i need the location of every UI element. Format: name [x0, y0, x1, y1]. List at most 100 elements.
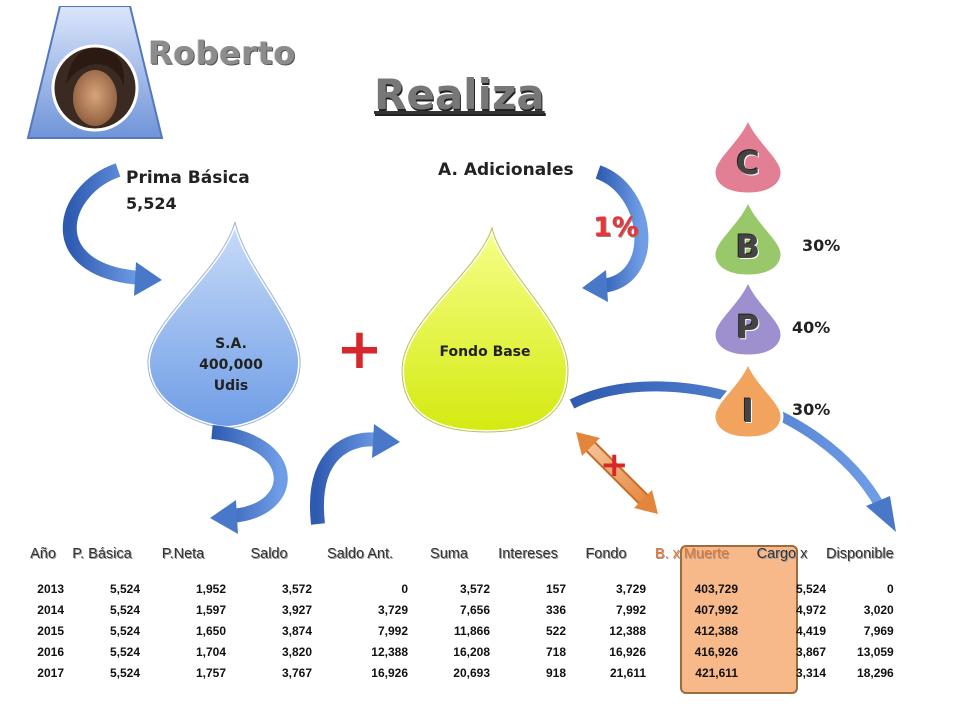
cell: 157 [545, 581, 566, 596]
col-header-fondo: Fondo [585, 546, 627, 562]
col-header-b-x-muerte: B. x Muerte [654, 546, 730, 562]
cell: 7,992 [377, 623, 408, 638]
sa-label-line3: Udis [213, 378, 249, 394]
avatar-frame [26, 6, 164, 139]
fund-percent-p: 40% [792, 318, 831, 337]
table-row: 2017 5,524 1,757 3,767 16,926 20,693 918… [22, 662, 894, 683]
fund-letter-i: I [742, 392, 754, 430]
cell: 16,926 [609, 644, 646, 659]
cell: 718 [545, 644, 566, 659]
fund-letter-c: C [736, 144, 760, 182]
cell: 2013 [37, 581, 64, 596]
cell: 3,729 [615, 581, 646, 596]
col-header-intereses: Intereses [498, 546, 558, 562]
col-header-saldo: Saldo [250, 546, 288, 562]
cell: 3,874 [281, 623, 312, 638]
cell: 3,820 [281, 644, 312, 659]
cell: 0 [401, 581, 408, 596]
curved-arrow-icon [62, 163, 141, 285]
curved-arrow-icon [211, 425, 288, 523]
fund-drops [712, 113, 784, 440]
fund-drop-p [712, 275, 784, 358]
cell: 5,524 [109, 581, 140, 596]
fund-letter-p: P [736, 308, 760, 346]
sa-droplet [145, 221, 303, 431]
cell: 2016 [37, 644, 64, 659]
cell: 5,524 [795, 581, 826, 596]
cell: 7,992 [615, 602, 646, 617]
cell: 16,926 [371, 665, 408, 680]
cell: 2017 [37, 665, 64, 680]
cell: 4,972 [795, 602, 826, 617]
fund-letter-b: B [735, 228, 761, 266]
cell: 5,524 [109, 602, 140, 617]
cell: 12,388 [609, 623, 646, 638]
curved-arrow-icon [595, 165, 649, 293]
double-arrow-icon [576, 432, 658, 514]
cell: 412,388 [694, 623, 738, 638]
cell: 21,611 [609, 665, 646, 680]
cell: 0 [887, 581, 894, 596]
cell: 5,524 [109, 644, 140, 659]
cell: 522 [545, 623, 566, 638]
table-row: 2016 5,524 1,704 3,820 12,388 16,208 718… [22, 641, 894, 662]
cell: 2014 [37, 602, 64, 617]
table-row: 2013 5,524 1,952 3,572 0 3,572 157 3,729… [22, 578, 894, 599]
cell: 1,952 [195, 581, 226, 596]
cell: 1,757 [195, 665, 226, 680]
cell: 12,388 [371, 644, 408, 659]
cell: 3,572 [459, 581, 490, 596]
fund-drop-i [712, 357, 784, 440]
fondo-base-droplet [399, 220, 571, 435]
sa-label-line1: S.A. [215, 336, 247, 352]
cell: 7,969 [863, 623, 894, 638]
cell: 11,866 [453, 623, 490, 638]
person-name: Roberto [148, 34, 296, 72]
col-header-disponible: Disponible [826, 546, 894, 562]
cell: 416,926 [694, 644, 738, 659]
cell: 5,524 [109, 665, 140, 680]
fund-drop-c [712, 113, 784, 196]
cell: 403,729 [694, 581, 738, 596]
cell: 18,296 [857, 665, 894, 680]
cell: 7,656 [459, 602, 490, 617]
col-header-suma: Suma [430, 546, 468, 562]
col-header-ano: Año [30, 546, 56, 562]
cell: 2015 [37, 623, 64, 638]
cell: 918 [545, 665, 566, 680]
cell: 3,572 [281, 581, 312, 596]
fund-percent-b: 30% [802, 236, 841, 255]
cell: 421,611 [695, 665, 738, 680]
prima-basica-value: 5,524 [126, 194, 177, 213]
fondo-base-label: Fondo Base [439, 344, 531, 360]
cell: 1,597 [195, 602, 226, 617]
cell: 407,992 [694, 602, 738, 617]
cell: 13,059 [857, 644, 894, 659]
col-header-p-basica: P. Básica [72, 546, 132, 562]
col-header-cargo: Cargo x [756, 546, 808, 562]
plus-small-icon: + [600, 445, 629, 485]
cell: 3,767 [281, 665, 312, 680]
page-title: Realiza [374, 70, 545, 119]
cell: 3,314 [795, 665, 826, 680]
cell: 3,867 [795, 644, 826, 659]
cell: 4,419 [795, 623, 826, 638]
sa-label-line2: 400,000 [199, 357, 263, 373]
prima-basica-label: Prima Básica [126, 168, 250, 188]
fund-percent-i: 30% [792, 400, 831, 419]
cell: 1,704 [195, 644, 226, 659]
adicionales-label: A. Adicionales [438, 160, 574, 180]
table-row: 2015 5,524 1,650 3,874 7,992 11,866 522 … [22, 620, 894, 641]
cell: 20,693 [453, 665, 490, 680]
curved-arrow-icon [309, 432, 381, 525]
cell: 3,927 [281, 602, 312, 617]
projection-table: Año P. Básica P.Neta Saldo Saldo Ant. Su… [22, 544, 894, 683]
cell: 3,020 [863, 602, 894, 617]
plus-icon: + [336, 317, 383, 382]
cell: 16,208 [453, 644, 490, 659]
death-benefit-highlight [680, 545, 798, 694]
table-header-row: Año P. Básica P.Neta Saldo Saldo Ant. Su… [22, 544, 894, 578]
table-row: 2014 5,524 1,597 3,927 3,729 7,656 336 7… [22, 599, 894, 620]
one-percent-label: 1% [593, 212, 639, 243]
